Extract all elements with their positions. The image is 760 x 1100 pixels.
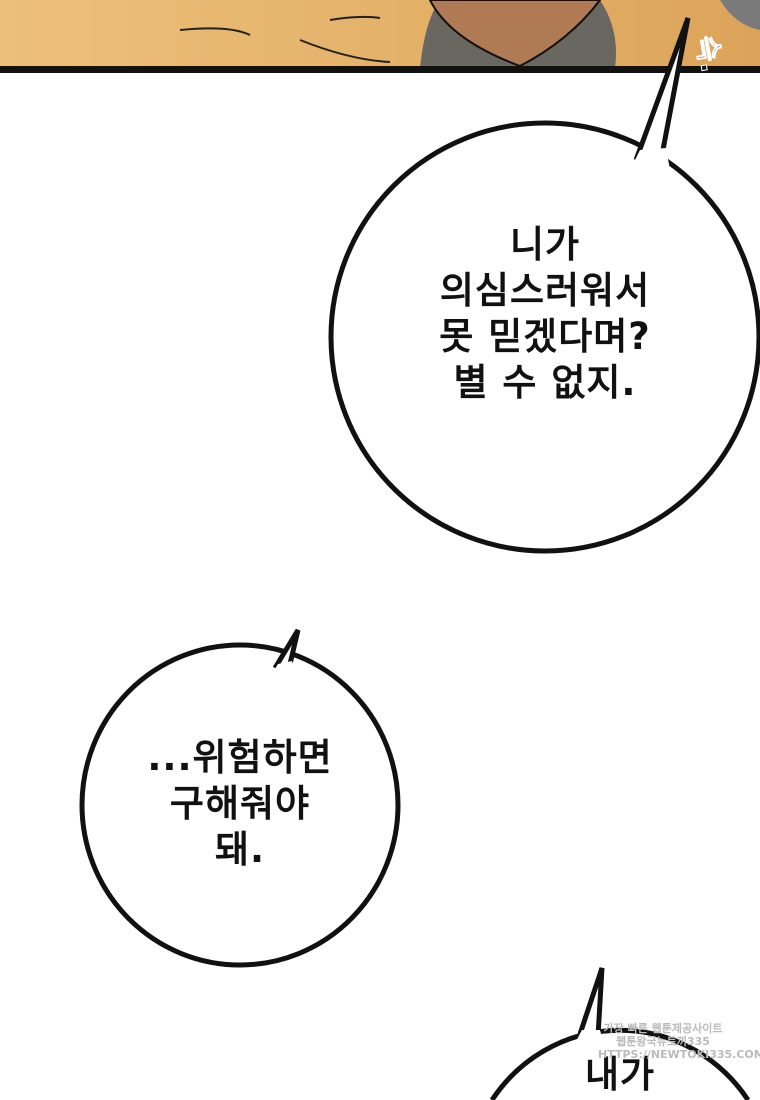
bubble-1-text: 니가 의심스러워서 못 믿겠다며? 별 수 없지.: [400, 222, 690, 406]
top-panel: [0, 0, 760, 73]
speech-bubble-2: [79, 628, 401, 968]
bubble-3-text: 내가: [480, 1052, 760, 1098]
speech-bubble-3: [489, 967, 751, 1100]
text-line: ...위험하면: [147, 736, 333, 779]
sound-effect: 슥.: [689, 33, 729, 76]
text-line: 못 믿겠다며?: [439, 315, 651, 358]
speech-bubble-1: [328, 17, 760, 554]
watermark: 가장 빠른 웹툰제공사이트 웹툰왕국뉴토끼335 HTTPS://NEWTOKI…: [598, 1022, 760, 1061]
bubble-2-text: ...위험하면 구해줘야 돼.: [100, 735, 380, 873]
text-line: 의심스러워서: [439, 269, 651, 312]
text-line: 내가: [584, 1053, 656, 1096]
watermark-line: 웹툰왕국뉴토끼335: [616, 1035, 710, 1048]
watermark-line: HTTPS://NEWTOKI335.COM: [598, 1048, 760, 1061]
text-line: 니가: [509, 223, 581, 266]
watermark-line: 가장 빠른 웹툰제공사이트: [603, 1022, 723, 1035]
text-line: 돼.: [214, 828, 266, 871]
text-line: 별 수 없지.: [453, 361, 637, 404]
text-line: 구해줘야: [169, 782, 311, 825]
